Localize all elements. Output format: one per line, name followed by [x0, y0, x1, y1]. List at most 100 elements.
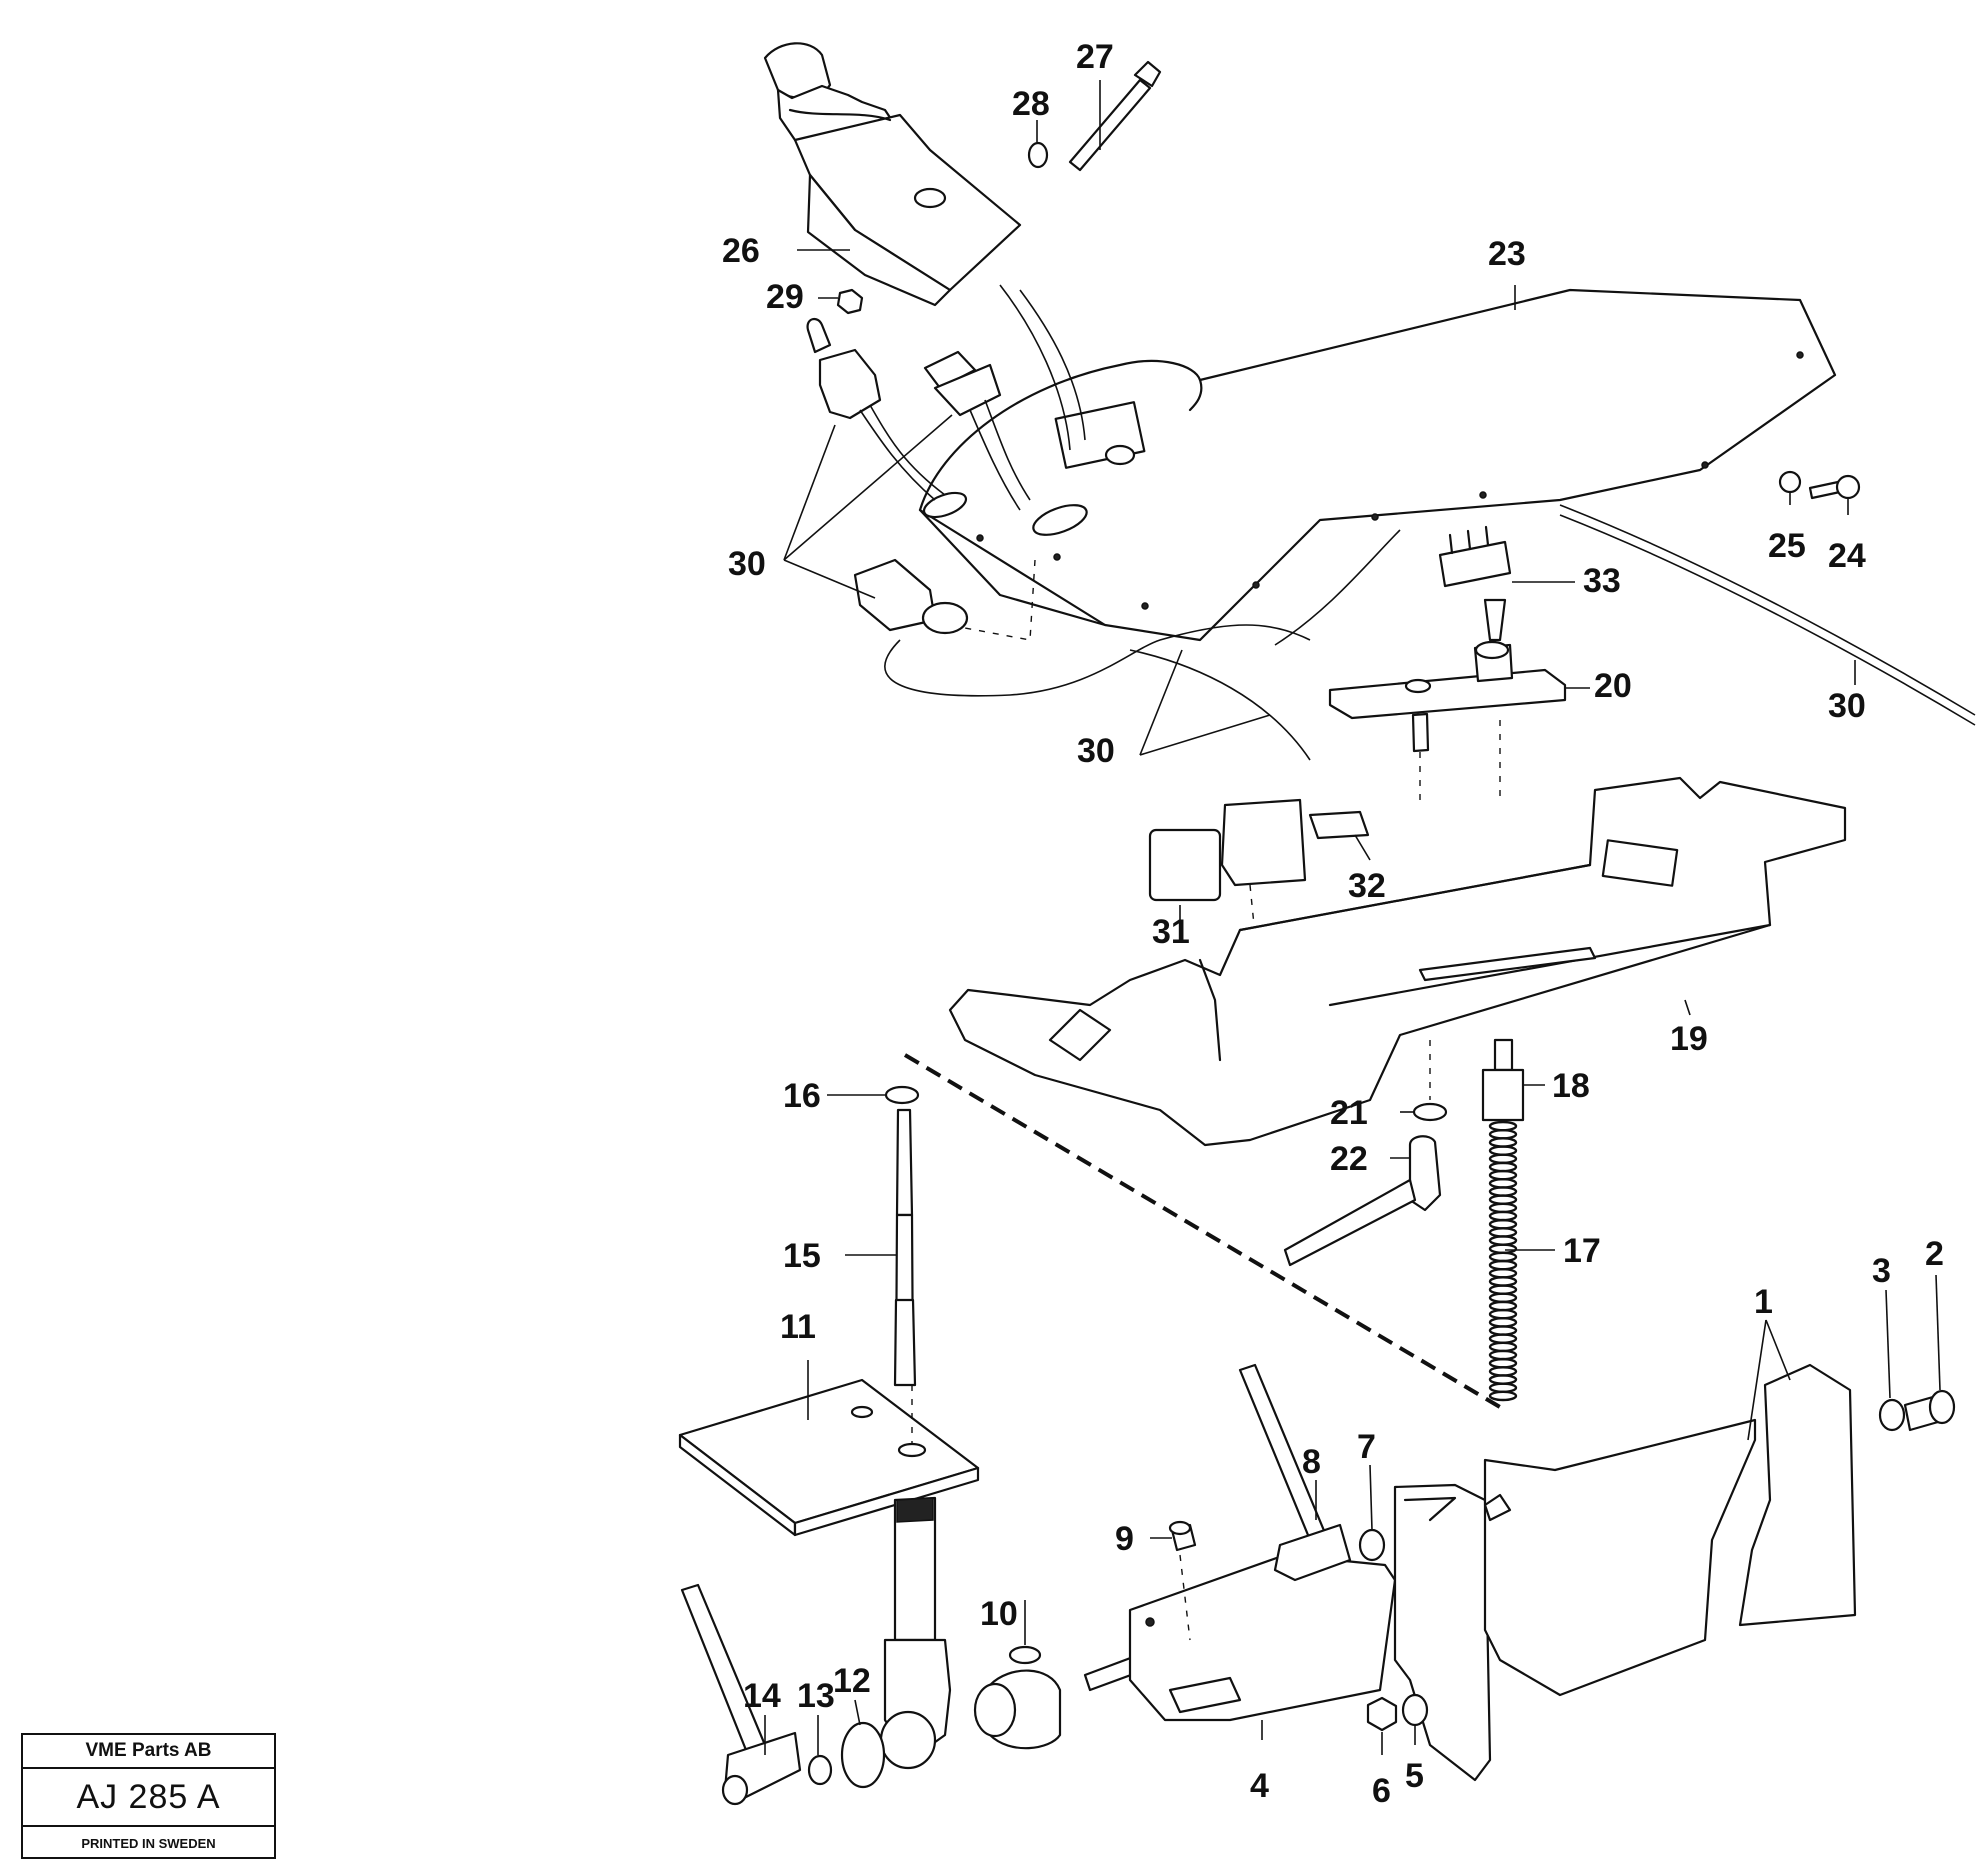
label-16: 16 — [783, 1077, 821, 1115]
bolt-2 — [1903, 1389, 1956, 1432]
relay-holder-32 — [1220, 798, 1370, 887]
spring-coil — [1488, 1186, 1518, 1197]
spring-coil — [1488, 1235, 1518, 1246]
spring-coil — [1488, 1120, 1518, 1132]
dashed-assembly-line — [903, 1053, 1507, 1412]
upper-panel — [918, 288, 1837, 642]
pedal-arm — [879, 1496, 952, 1770]
spring-coil — [1488, 1374, 1518, 1385]
bracket-right — [1393, 1483, 1492, 1782]
label-8: 8 — [1302, 1443, 1321, 1481]
spring-coil — [1488, 1325, 1518, 1336]
rocker-switch — [923, 284, 1086, 511]
label-12: 12 — [833, 1662, 871, 1700]
spring-coil — [1488, 1349, 1518, 1361]
spring-coil — [1488, 1300, 1518, 1312]
stamp-code: AJ 285 A — [23, 1769, 274, 1827]
washer-5 — [1401, 1693, 1429, 1727]
label-15: 15 — [783, 1237, 821, 1275]
label-18: 18 — [1552, 1067, 1590, 1105]
washer-3 — [1878, 1398, 1906, 1432]
spring-coil — [1488, 1210, 1518, 1222]
spring-coil — [1488, 1218, 1518, 1230]
relay-31 — [1148, 828, 1222, 902]
frame-19 — [948, 776, 1847, 1147]
label-20: 20 — [1594, 667, 1632, 705]
retaining-ring-12 — [840, 1721, 886, 1789]
label-11: 11 — [780, 1308, 816, 1346]
stamp-company: VME Parts AB — [23, 1735, 274, 1769]
spring-coil — [1488, 1276, 1518, 1287]
label-30a: 30 — [728, 545, 766, 583]
label-21: 21 — [1330, 1094, 1368, 1132]
spring-coil — [1488, 1317, 1518, 1328]
label-5: 5 — [1405, 1757, 1424, 1795]
label-30b: 30 — [1828, 687, 1866, 725]
spring-coil — [1488, 1169, 1518, 1181]
main-bracket-1 — [1483, 1363, 1857, 1697]
housing-4 — [1128, 1553, 1397, 1722]
label-23: 23 — [1488, 235, 1526, 273]
label-1: 1 — [1754, 1283, 1773, 1321]
spring-coil — [1488, 1227, 1518, 1238]
label-7: 7 — [1357, 1428, 1376, 1466]
parts-stamp: VME Parts AB AJ 285 A PRINTED IN SWEDEN — [21, 1733, 276, 1859]
spring-coil — [1488, 1292, 1518, 1304]
spring-coil — [1488, 1145, 1518, 1156]
bolt-27 — [1068, 60, 1162, 172]
label-22: 22 — [1330, 1140, 1368, 1178]
label-17: 17 — [1563, 1232, 1601, 1270]
spring-coil — [1488, 1284, 1518, 1295]
spring-coil — [1488, 1202, 1518, 1214]
label-32: 32 — [1348, 867, 1386, 905]
spring-coil — [1488, 1137, 1518, 1148]
connector-33 — [1438, 525, 1512, 642]
label-6: 6 — [1372, 1772, 1391, 1810]
washer-28 — [1027, 141, 1049, 169]
spring-coil — [1488, 1308, 1518, 1320]
label-30c: 30 — [1077, 732, 1115, 770]
spring-coil — [1488, 1333, 1518, 1344]
lever-14 — [680, 1583, 802, 1806]
label-31: 31 — [1152, 913, 1190, 951]
label-14: 14 — [743, 1677, 781, 1715]
spring-coil — [1488, 1243, 1518, 1255]
label-13: 13 — [797, 1677, 835, 1715]
washer-25 — [1778, 470, 1802, 494]
shaft-15 — [893, 1108, 917, 1387]
label-29: 29 — [766, 278, 804, 316]
plunger-18 — [1481, 1038, 1525, 1122]
spring-coil — [1488, 1341, 1518, 1353]
joystick-assembly — [763, 42, 1022, 307]
nut-6 — [1366, 1696, 1398, 1732]
bolt-24 — [1808, 474, 1861, 500]
spring-coil — [1488, 1267, 1518, 1279]
pedal-11 — [678, 1378, 980, 1537]
washer-13 — [807, 1754, 833, 1786]
bolt-9 — [1168, 1520, 1197, 1552]
washer-21 — [1412, 1102, 1448, 1122]
lever-22 — [1283, 1135, 1442, 1267]
stamp-printed: PRINTED IN SWEDEN — [81, 1835, 216, 1851]
washer-7 — [1358, 1528, 1386, 1562]
spring-coil — [1488, 1161, 1518, 1173]
label-27: 27 — [1076, 38, 1114, 76]
label-10: 10 — [980, 1595, 1018, 1633]
part-labels: 27 28 26 29 23 30 25 24 33 20 30 30 32 3… — [722, 38, 1944, 1810]
label-33: 33 — [1583, 562, 1621, 600]
label-4: 4 — [1250, 1767, 1269, 1805]
spring-coil — [1488, 1178, 1518, 1189]
spring-coil — [1488, 1259, 1518, 1271]
spring-coil — [1488, 1357, 1518, 1369]
lamp-unit — [853, 558, 1036, 641]
spring-coil — [1488, 1128, 1518, 1140]
spring-coil — [1488, 1390, 1518, 1402]
label-28: 28 — [1012, 85, 1050, 123]
label-2: 2 — [1925, 1235, 1944, 1273]
label-19: 19 — [1670, 1020, 1708, 1058]
washer-16 — [884, 1085, 920, 1105]
spring-coil — [1488, 1194, 1518, 1205]
spring-coil — [1488, 1251, 1518, 1263]
label-9: 9 — [1115, 1520, 1134, 1558]
